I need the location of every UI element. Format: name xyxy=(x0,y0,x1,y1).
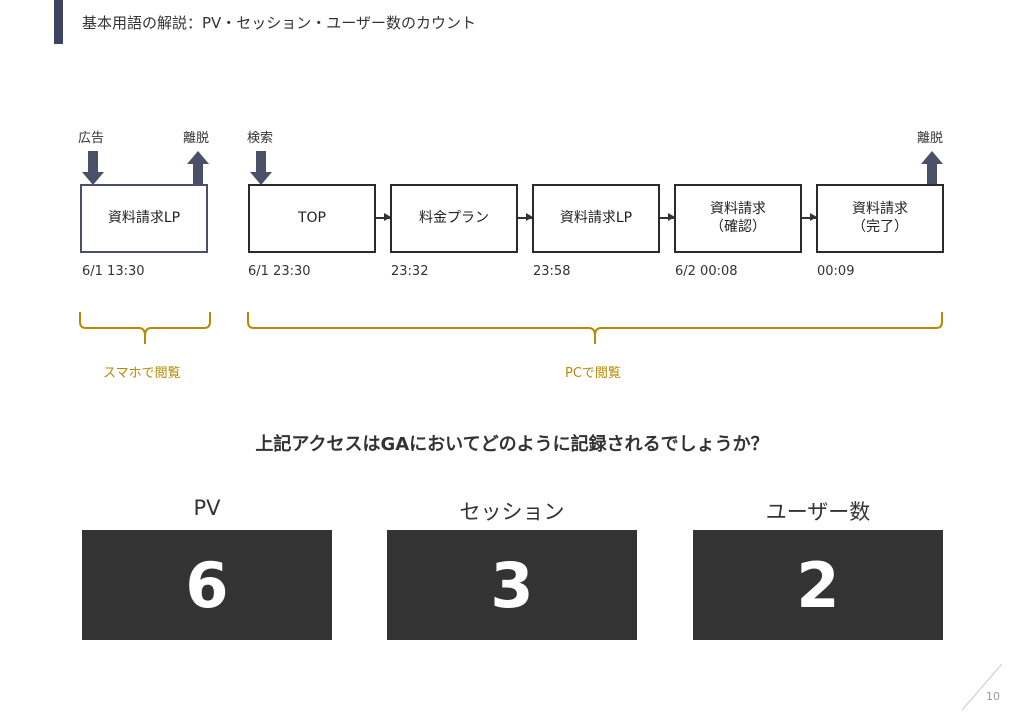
timestamp: 23:32 xyxy=(391,264,429,279)
arrow-up-icon xyxy=(187,151,209,185)
pc-page-label: 資料請求LP xyxy=(559,209,633,226)
pc-page-box-pricing: 料金プラン xyxy=(390,184,518,253)
metric-label-pv: PV xyxy=(193,496,221,520)
timestamp: 6/2 00:08 xyxy=(675,264,738,279)
question-text: 上記アクセスはGAにおいてどのように記録されるでしょうか？ xyxy=(255,434,769,455)
flow-arrow-icon xyxy=(518,214,533,220)
flow-arrow-icon xyxy=(376,214,391,220)
label-ad: 広告 xyxy=(78,131,105,146)
pc-page-sublabel: （完了） xyxy=(852,218,908,235)
pc-brace-icon xyxy=(247,312,943,344)
pc-page-label: 資料請求 xyxy=(852,201,908,217)
pc-page-label: TOP xyxy=(297,209,326,226)
label-search: 検索 xyxy=(247,131,274,146)
sp-page-label: 資料請求LP xyxy=(107,209,181,226)
timestamp: 6/1 13:30 xyxy=(82,264,145,279)
page-corner-line xyxy=(961,663,1003,711)
pc-page-box-top: TOP xyxy=(248,184,376,253)
label-exit-pc: 離脱 xyxy=(917,131,944,146)
page-number: 10 xyxy=(986,690,1000,703)
pc-brace-label: PCで閲覧 xyxy=(565,366,621,381)
metric-label-sessions: セッション xyxy=(459,500,565,524)
metric-label-users: ユーザー数 xyxy=(765,500,871,524)
pc-page-box-request-lp: 資料請求LP xyxy=(532,184,660,253)
sp-brace-icon xyxy=(79,312,211,344)
metric-value-sessions: 3 xyxy=(387,530,637,640)
timestamp: 23:58 xyxy=(533,264,571,279)
label-exit-sp: 離脱 xyxy=(183,131,210,146)
metric-value-pv: 6 xyxy=(82,530,332,640)
header-accent-bar xyxy=(54,0,63,44)
flow-arrow-icon xyxy=(660,214,675,220)
arrow-down-icon xyxy=(250,151,272,185)
flow-arrow-icon xyxy=(802,214,817,220)
sp-page-box: 資料請求LP xyxy=(80,184,208,253)
metric-value-users: 2 xyxy=(693,530,943,640)
pc-page-sublabel: （確認） xyxy=(710,218,766,235)
pc-page-label: 資料請求 xyxy=(710,201,766,217)
arrow-up-icon xyxy=(921,151,943,185)
pc-page-label: 料金プラン xyxy=(419,209,489,226)
arrow-down-icon xyxy=(82,151,104,185)
pc-page-box-request-complete: 資料請求 （完了） xyxy=(816,184,944,253)
pc-page-box-request-confirm: 資料請求 （確認） xyxy=(674,184,802,253)
sp-brace-label: スマホで閲覧 xyxy=(103,366,181,381)
timestamp: 00:09 xyxy=(817,264,855,279)
timestamp: 6/1 23:30 xyxy=(248,264,311,279)
page-title: 基本用語の解説：PV・セッション・ユーザー数のカウント xyxy=(82,14,477,32)
